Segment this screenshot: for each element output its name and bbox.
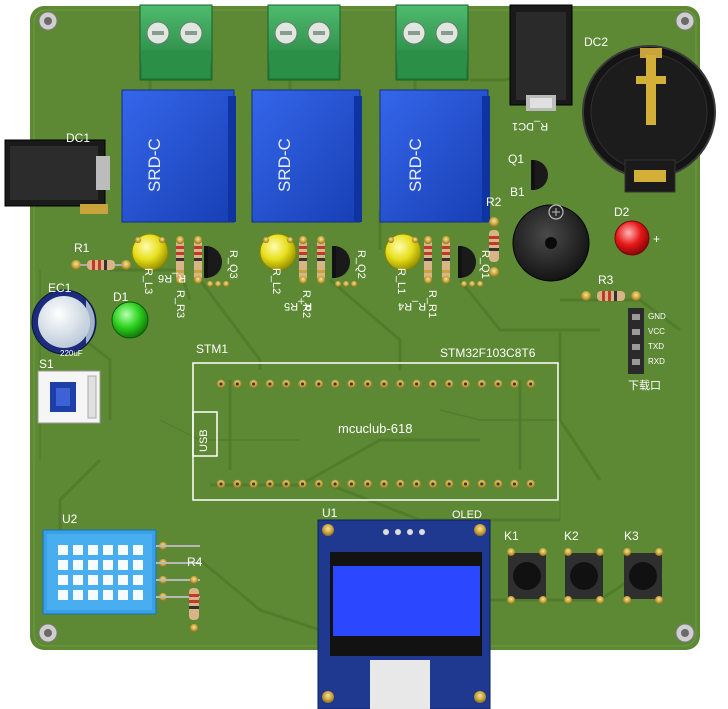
- capacitor-ec1: [31, 289, 97, 355]
- stm32-pins-top: [216, 379, 535, 389]
- label-pin-vcc: VCC: [648, 327, 665, 336]
- label-pin-txd: TXD: [648, 342, 664, 351]
- resistor-r4: [189, 576, 199, 632]
- label-oled: OLED: [452, 509, 482, 521]
- oled-display: [317, 519, 491, 709]
- stm32-pins-bottom: [216, 479, 535, 489]
- label-dc1: DC1: [66, 131, 91, 145]
- led-red: [614, 220, 650, 256]
- label-r-q1: R_Q1: [479, 250, 491, 279]
- mounting-holes: [38, 11, 695, 643]
- label-ec1-value: 220uF: [60, 349, 83, 358]
- coin-cell-holder: [582, 45, 716, 193]
- dht-sensor: [42, 529, 157, 615]
- led-green: [111, 301, 149, 339]
- label-s1: S1: [39, 357, 54, 371]
- label-r-l3: R_L3: [142, 268, 154, 295]
- label-stm-chip: STM32F103C8T6: [440, 346, 536, 360]
- dc-jack-top: [509, 4, 573, 111]
- led-yellow-3: [384, 233, 422, 271]
- transistor-q3: [204, 246, 222, 278]
- dht-pins: [156, 542, 200, 601]
- label-relay2: SRD-C: [275, 138, 294, 192]
- screw-terminal-1: [139, 4, 213, 81]
- transistor-q2: [332, 246, 350, 278]
- relay-2: [251, 89, 362, 223]
- label-r3: R3: [598, 273, 614, 287]
- label-ec1: EC1: [48, 281, 72, 295]
- relay-1: [121, 89, 236, 223]
- label-pin-rxd: RXD: [648, 357, 665, 366]
- stm32-module: [192, 362, 559, 501]
- label-r-r4: R_R4: [398, 300, 427, 312]
- label-u2: U2: [62, 512, 78, 526]
- label-pin-gnd: GND: [648, 312, 666, 321]
- dc-jack-left: [4, 139, 110, 214]
- label-r1: R1: [74, 241, 90, 255]
- button-k3[interactable]: [623, 548, 663, 604]
- label-k2: K2: [564, 529, 579, 543]
- resistor-r2: [489, 217, 499, 277]
- label-r-l2: R_L2: [270, 268, 282, 295]
- led-yellow-1: [131, 233, 169, 271]
- screw-terminal-2: [267, 4, 341, 81]
- resistors-row: [176, 236, 450, 284]
- label-u1: U1: [322, 506, 338, 520]
- misc-pads: [135, 237, 483, 287]
- dht-vent-grid: [58, 545, 143, 600]
- download-header: [628, 308, 644, 374]
- label-r2: R2: [486, 195, 502, 209]
- label-r-r2: R_R2: [300, 290, 312, 319]
- label-download-port: 下载口: [628, 380, 661, 392]
- label-q1: Q1: [508, 152, 525, 166]
- led-yellow-2: [259, 233, 297, 271]
- label-d2-plus: +: [653, 232, 661, 246]
- label-usb: USB: [198, 429, 210, 452]
- label-mcuclub: mcuclub-618: [338, 421, 413, 436]
- transistor-q1: [531, 160, 548, 190]
- label-dc2: DC2: [584, 35, 609, 49]
- label-stm1: STM1: [196, 342, 229, 356]
- label-r4: R4: [187, 555, 203, 569]
- buzzer: [512, 204, 590, 282]
- relay-3: [379, 89, 490, 223]
- button-k2[interactable]: [564, 548, 604, 604]
- resistor-r3: [581, 291, 641, 301]
- screw-terminal-3: [395, 4, 469, 81]
- label-d1: D1: [113, 290, 129, 304]
- label-r-q3: R_Q3: [227, 250, 239, 279]
- button-k1[interactable]: [507, 548, 547, 604]
- label-d2: D2: [614, 205, 630, 219]
- label-k1: K1: [504, 529, 519, 543]
- label-r-r1: R_R1: [426, 290, 438, 319]
- label-b1: B1: [510, 185, 525, 199]
- label-relay1: SRD-C: [145, 138, 164, 192]
- label-r-l1: R_L1: [395, 268, 407, 295]
- label-k3: K3: [624, 529, 639, 543]
- label-r-r6: R_R6: [158, 272, 187, 284]
- label-r-dc1: R_DC1: [512, 120, 549, 132]
- transistor-q1-row: [458, 246, 476, 278]
- label-r-q2: R_Q2: [355, 250, 367, 279]
- switch-s1: [37, 370, 101, 424]
- label-r-r3: R_R3: [174, 290, 186, 319]
- label-relay3: SRD-C: [406, 138, 425, 192]
- resistor-r1: [71, 260, 131, 270]
